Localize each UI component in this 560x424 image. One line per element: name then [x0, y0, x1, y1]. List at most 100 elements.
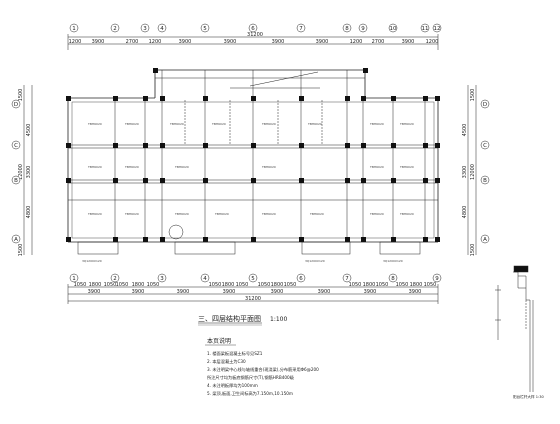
- axis-right-C: C: [483, 143, 487, 149]
- slab-label: TBH6020: [124, 212, 139, 216]
- axis-bottom-2: 2: [113, 276, 117, 282]
- axis-top-10: 10: [390, 26, 397, 32]
- axis-bottom-7: 7: [345, 276, 349, 282]
- left-axis-labels: D C B A: [14, 102, 18, 243]
- right-dimension-chain: [467, 85, 477, 255]
- slab-label: TBH6020: [87, 165, 102, 169]
- bottom-detail-dim: 1050: [74, 282, 87, 288]
- slab-label: TBH6020: [309, 212, 324, 216]
- top-dim-8: 3900: [316, 39, 329, 45]
- beam-label-2: 3Q1200X120: [305, 259, 325, 263]
- top-dim-7: 3900: [272, 39, 285, 45]
- beam-label-3: 3Q1200X120: [383, 259, 403, 263]
- slab-label: TBH6020: [169, 122, 184, 126]
- note-3: 3. 未注明梁中心线与轴线重合(现浇梁),分布筋采用Φ6@200: [207, 366, 319, 373]
- axis-right-A: A: [483, 237, 487, 243]
- axis-left-D: D: [14, 102, 18, 108]
- note-2: 2. 本层混凝土为C30: [207, 358, 246, 365]
- top-axis-labels: 1 2 3 4 5 6 7 8 9 10 11 12: [72, 26, 440, 32]
- slab-label: TBH6020: [399, 212, 414, 216]
- balconies: [77, 241, 421, 255]
- plan-scale: 1:100: [270, 316, 287, 323]
- slab-label: TBH6020: [174, 165, 189, 169]
- top-dim-6: 3900: [224, 39, 237, 45]
- bottom-detail-dim: 1050: [147, 282, 160, 288]
- right-dim-1: 1500: [470, 89, 476, 102]
- bottom-detail-dim: 1800: [222, 282, 235, 288]
- top-total-dimension: 31200: [247, 32, 263, 38]
- bottom-detail-dim: 1050: [209, 282, 222, 288]
- right-dim-4: 4800: [462, 206, 468, 219]
- axis-top-3: 3: [143, 26, 147, 32]
- slab-label: TBH6020: [87, 122, 102, 126]
- bottom-dim-4: 3900: [223, 289, 236, 295]
- left-total-dimension: 12000: [18, 164, 24, 180]
- top-dim-4: 1200: [149, 39, 162, 45]
- stair-diagonal: [249, 71, 319, 87]
- left-dim-2: 4500: [26, 124, 32, 137]
- left-dim-4: 4800: [26, 206, 32, 219]
- top-dim-9: 1200: [350, 39, 363, 45]
- slab-label: TBH6020: [369, 165, 384, 169]
- bottom-detail-dim: 1800: [271, 282, 284, 288]
- slab-label: TBH6020: [87, 212, 102, 216]
- axis-top-4: 4: [160, 26, 164, 32]
- beam-labels: 3Q1200X120 3Q1200X120 3Q1200X120: [82, 259, 403, 263]
- bottom-detail-dim: 1050: [104, 282, 117, 288]
- top-dim-5: 3900: [179, 39, 192, 45]
- slab-label: TBH6020: [174, 212, 189, 216]
- left-dim-5: 1500: [18, 244, 24, 257]
- axis-top-11: 11: [422, 26, 429, 32]
- axis-bottom-6: 6: [299, 276, 303, 282]
- axis-top-9: 9: [361, 26, 365, 32]
- bottom-dim-7: 3900: [364, 289, 377, 295]
- top-dim-texts: 1200 3900 2700 1200 3900 3900 3900 3900 …: [69, 39, 439, 45]
- slab-label: TBH6020: [214, 212, 229, 216]
- top-dim-11: 3900: [402, 39, 415, 45]
- left-dim-3: 3300: [26, 166, 32, 179]
- railing-detail: [495, 265, 534, 392]
- bottom-dim-2: 3900: [132, 289, 145, 295]
- slab-label: TBH6020: [261, 122, 276, 126]
- note-5: 4. 未注明板厚均为100mm: [207, 382, 258, 389]
- right-dim-2: 4500: [462, 124, 468, 137]
- axis-bottom-4: 4: [203, 276, 207, 282]
- right-dim-5: 1500: [470, 244, 476, 257]
- bottom-detail-dim: 1050: [236, 282, 249, 288]
- right-dim-texts: 1500 4500 3300 4800 1500 12000: [462, 89, 476, 257]
- axis-bottom-5: 5: [251, 276, 255, 282]
- axis-top-1: 1: [72, 26, 76, 32]
- slab-label: TBH6020: [211, 122, 226, 126]
- bottom-dim-5: 3900: [271, 289, 284, 295]
- axis-right-B: B: [483, 178, 487, 184]
- bottom-dim-6: 3900: [318, 289, 331, 295]
- axis-bottom-9: 9: [435, 276, 439, 282]
- axis-bottom-3: 3: [160, 276, 164, 282]
- bottom-detail-dim: 1050: [349, 282, 362, 288]
- note-6: 5. 梁顶,板面,卫生间标高为7.150m,10.150m: [207, 390, 293, 397]
- slab-labels: TBH6020 TBH6020 TBH6020 TBH6020 TBH6020 …: [87, 122, 414, 216]
- top-dim-3: 2700: [126, 39, 139, 45]
- top-axis-bubbles: [69, 23, 442, 33]
- notes-title: 本页说明: [207, 337, 231, 345]
- left-axis-bubbles: [11, 99, 21, 244]
- bottom-axis-labels: 1 2 3 4 5 6 7 8 9: [72, 276, 439, 282]
- axis-left-C: C: [14, 143, 18, 149]
- left-dimension-chain: [23, 85, 33, 255]
- bottom-dim-texts: 3900 3900 3900 3900 3900 3900 3900 3900 …: [88, 289, 422, 302]
- bottom-dim-8: 3900: [409, 289, 422, 295]
- bottom-detail-dim: 1050: [116, 282, 129, 288]
- note-1: 1. 楼面梁板混凝土标号见SZ1: [207, 350, 263, 357]
- bottom-dimension-chain: [67, 284, 439, 304]
- beam-label-1: 3Q1200X120: [82, 259, 102, 263]
- top-dimension-chain: [67, 34, 439, 50]
- right-axis-labels: D C B A: [483, 102, 487, 243]
- note-4: 所注尺寸均为板底钢筋尺寸(T),钢筋HRB400级: [207, 374, 295, 381]
- slab-label: TBH6020: [124, 165, 139, 169]
- top-dim-1: 1200: [69, 39, 82, 45]
- right-dim-3: 3300: [462, 166, 468, 179]
- bottom-dim-1: 3900: [88, 289, 101, 295]
- right-axis-bubbles: [480, 99, 490, 244]
